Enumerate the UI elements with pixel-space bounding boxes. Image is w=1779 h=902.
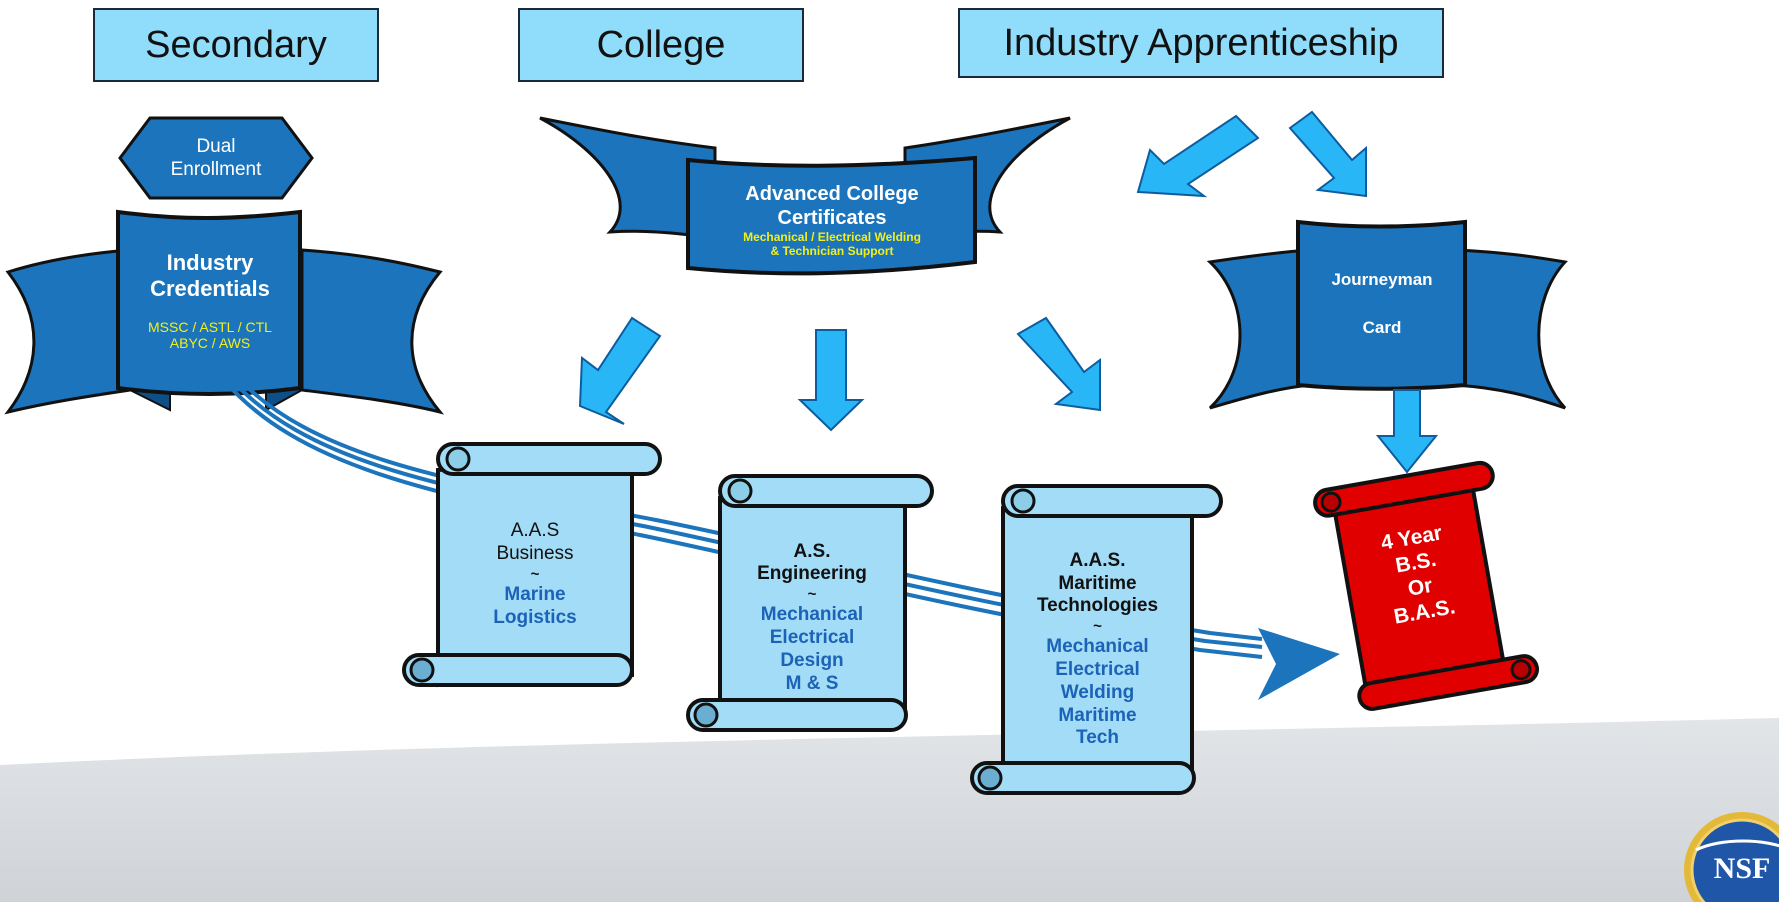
nsf-logo-text: NSF [1714, 852, 1771, 885]
engineering-focus-1: Mechanical [760, 604, 864, 626]
scroll-business-label: A.A.S Business ~ Marine Logistics [442, 500, 628, 650]
arrow-to-degree [1375, 389, 1439, 474]
header-secondary: Secondary [93, 8, 379, 82]
dual-enrollment-hexagon [118, 116, 314, 200]
industry-credentials-title-line1: Industry [166, 249, 254, 275]
industry-credentials-sub-line1: MSSC / ASTL / CTL [148, 318, 272, 335]
scroll-business [402, 442, 662, 688]
maritime-focus-3: Welding [1060, 681, 1135, 703]
advanced-certificates-sub-line2: & Technician Support [770, 244, 894, 258]
engineering-focus-2: Electrical [769, 627, 855, 648]
dual-enrollment-line2: Enrollment [170, 159, 262, 180]
engineering-tilde: ~ [807, 586, 817, 604]
business-focus-2: Logistics [493, 606, 577, 628]
maritime-degree-line3: Technologies [1036, 595, 1159, 617]
scroll-maritime [970, 484, 1223, 795]
advanced-certificates-title-line2: Certificates [777, 206, 887, 229]
ribbon-industry-credentials [4, 209, 445, 415]
advanced-certificates-title-line1: Advanced College [745, 182, 919, 205]
scroll-engineering-label: A.S. Engineering ~ Mechanical Electrical… [722, 526, 902, 710]
industry-credentials-title-line2: Credentials [150, 276, 270, 302]
business-degree-line1: A.A.S [510, 520, 560, 542]
degree-line4: B.A.S. [1392, 595, 1457, 629]
dual-enrollment-label: Dual Enrollment [150, 128, 282, 190]
maritime-focus-4: Maritime [1058, 704, 1137, 726]
industry-credentials-label: Industry Credentials MSSC / ASTL / CTL A… [124, 226, 296, 376]
journeyman-label: Journeyman Card [1302, 258, 1462, 350]
arrow-to-college [1136, 114, 1260, 198]
header-college: College [518, 8, 804, 82]
pathway-arrowhead [1258, 628, 1340, 700]
engineering-focus-3: Design [780, 649, 844, 671]
scroll-maritime-label: A.A.S. Maritime Technologies ~ Mechanica… [1005, 526, 1190, 774]
degree-line2: B.S. [1393, 547, 1438, 578]
ribbon-advanced-certificates [539, 116, 1071, 276]
arrow-to-journeyman [1288, 110, 1367, 198]
scroll-degree [1313, 460, 1539, 711]
ribbon-journeyman [1206, 219, 1568, 410]
maritime-degree-line2: Maritime [1058, 572, 1137, 594]
advanced-certificates-sub-line1: Mechanical / Electrical Welding [743, 229, 921, 244]
arrow-to-maritime [1016, 316, 1101, 412]
scroll-engineering [686, 474, 934, 732]
maritime-focus-2: Electrical [1055, 659, 1140, 680]
journeyman-line2: Card [1362, 318, 1402, 337]
business-tilde: ~ [530, 566, 540, 583]
engineering-degree-line1: A.S. [793, 540, 831, 562]
maritime-tilde: ~ [1093, 618, 1102, 636]
dual-enrollment-line1: Dual [196, 136, 236, 158]
engineering-degree-line2: Engineering [757, 563, 867, 585]
industry-credentials-sub-line2: ABYC / AWS [169, 335, 251, 352]
arrow-to-business [578, 316, 662, 425]
business-focus-1: Marine [504, 584, 566, 605]
journeyman-line1: Journeyman [1331, 269, 1433, 289]
nsf-logo: NSF [1684, 812, 1779, 902]
advanced-certificates-label: Advanced College Certificates Mechanical… [692, 172, 972, 268]
arrow-to-engineering [797, 329, 865, 432]
business-degree-line2: Business [496, 543, 574, 565]
maritime-focus-1: Mechanical [1046, 636, 1149, 658]
maritime-focus-5: Tech [1076, 727, 1119, 749]
maritime-degree-line1: A.A.S. [1069, 549, 1126, 571]
scroll-degree-label: 4 Year B.S. Or B.A.S. [1340, 490, 1496, 661]
floor-band [0, 718, 1779, 902]
engineering-focus-4: M & S [785, 672, 839, 694]
header-industry-apprenticeship: Industry Apprenticeship [958, 8, 1444, 78]
